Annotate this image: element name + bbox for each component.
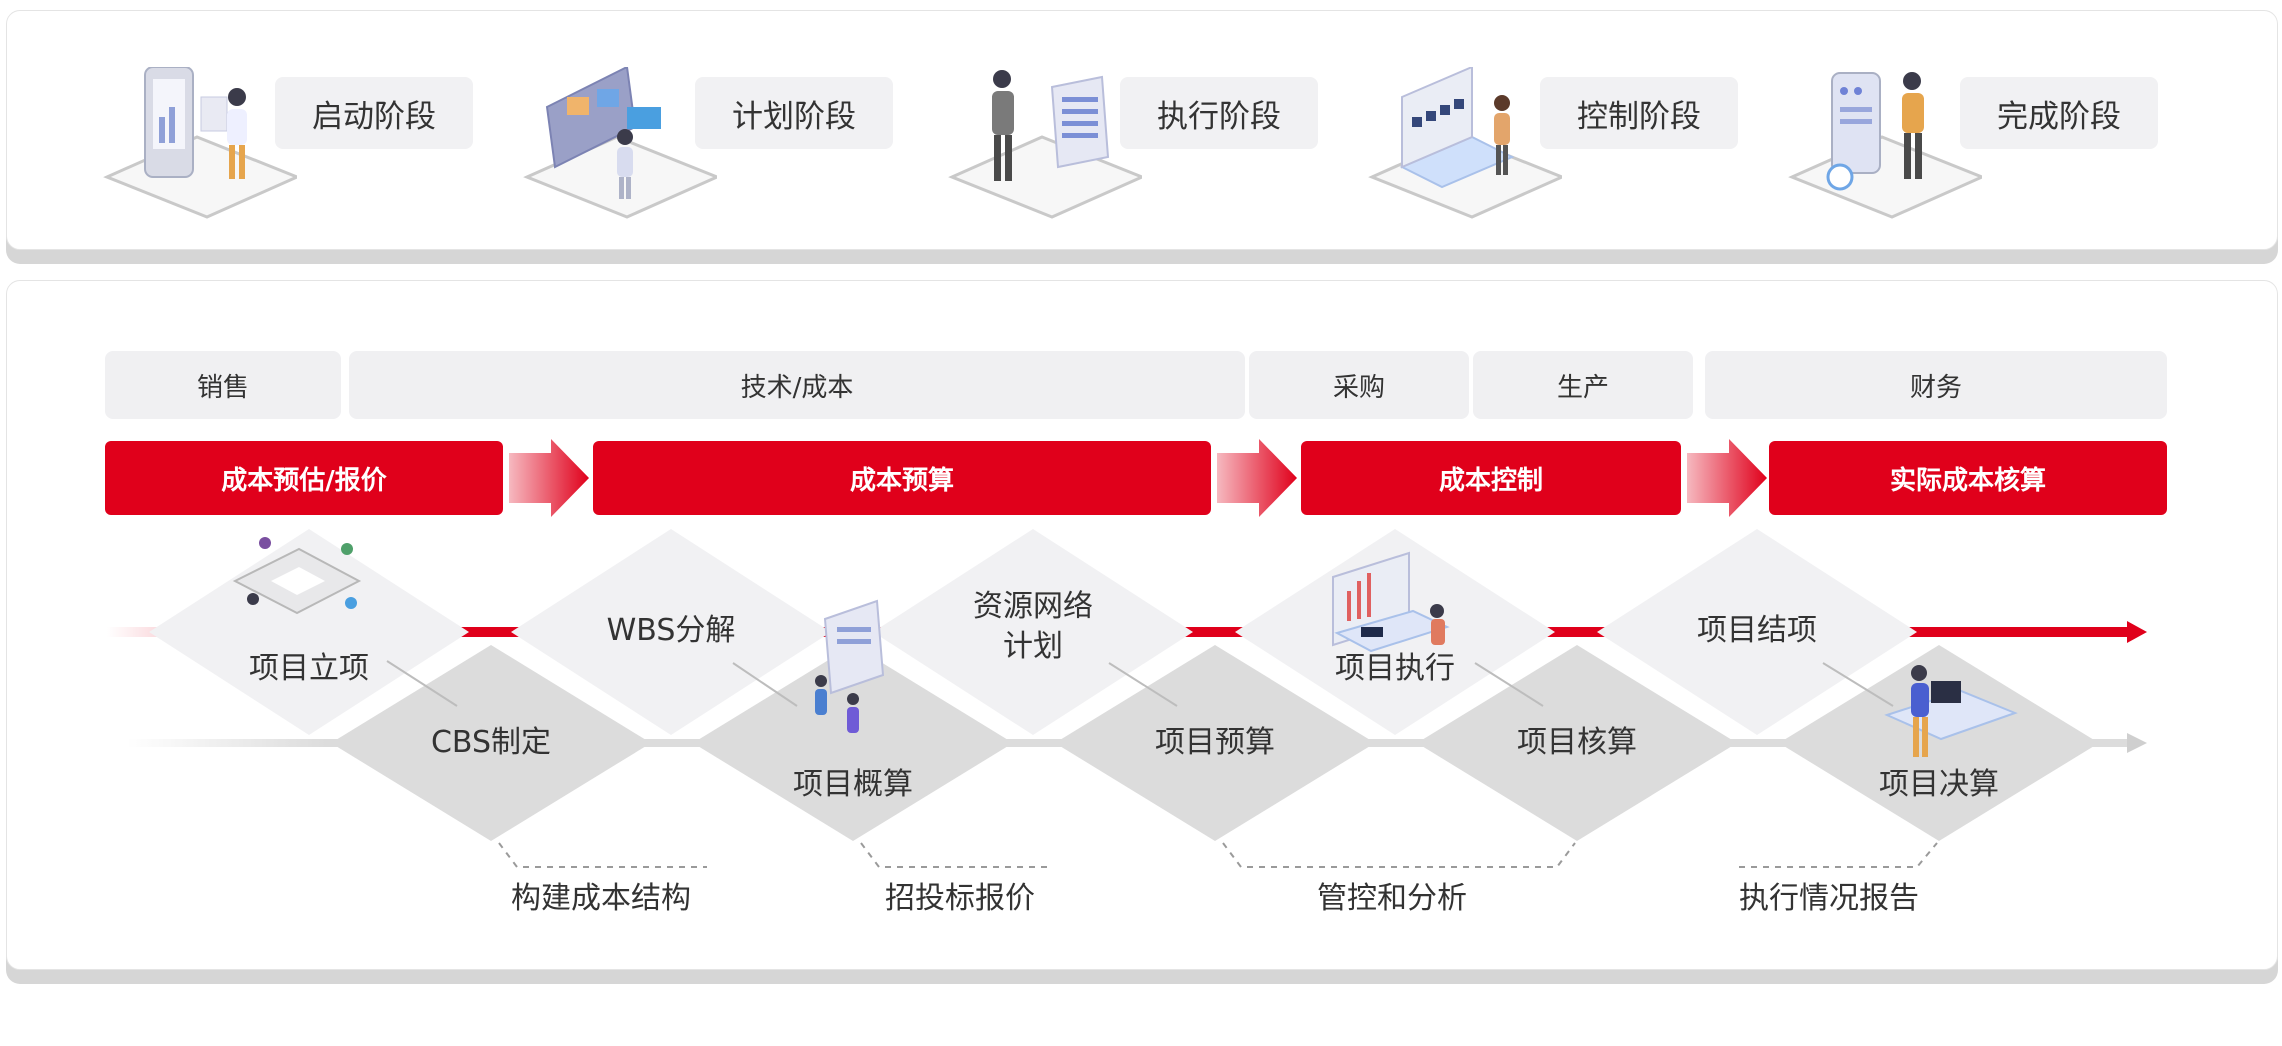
- documents-team-illustration-icon: [815, 599, 885, 733]
- cost-flow-panel: 销售 技术/成本 采购 生产 财务 成本预估/报价 成本预算 成本控制 实际成本…: [6, 280, 2278, 970]
- stage-label: 执行阶段: [1120, 77, 1318, 149]
- completion-illustration-icon: [1788, 72, 1982, 219]
- flow-diagram: [107, 529, 2147, 868]
- node-connectors: [386, 660, 1894, 707]
- planning-illustration-icon: [523, 67, 717, 219]
- diamond-upper: [1597, 529, 1917, 735]
- node-project-accounting: 项目核算: [1517, 725, 1637, 760]
- node-wbs-breakdown: WBS分解: [606, 613, 736, 648]
- diamond-upper: [873, 529, 1193, 735]
- upper-flow-arrow-icon: [2127, 621, 2147, 643]
- phase-estimate-quote: 成本预估/报价: [105, 441, 503, 515]
- node-project-budget: 项目预算: [1155, 725, 1275, 760]
- execution-illustration-icon: [948, 70, 1142, 219]
- stage-label: 控制阶段: [1540, 77, 1738, 149]
- dept-finance: 财务: [1705, 351, 2167, 419]
- diamond-upper: [149, 529, 469, 735]
- diamond-lower: [1417, 645, 1737, 841]
- dept-sales: 销售: [105, 351, 341, 419]
- group-brackets: [498, 842, 1938, 868]
- dept-tech-cost: 技术/成本: [349, 351, 1245, 419]
- node-project-execution: 项目执行: [1335, 651, 1455, 686]
- control-illustration-icon: [1368, 67, 1562, 219]
- group-bidding-quotation: 招投标报价: [885, 881, 1035, 916]
- node-resource-network-plan: 资源网络 计划: [973, 589, 1093, 664]
- group-control-analysis: 管控和分析: [1317, 881, 1467, 916]
- stage-control: 控制阶段: [1362, 67, 1782, 257]
- diamond-lower: [693, 645, 1013, 841]
- phase-arrow-icon: [1687, 439, 1767, 517]
- stage-label: 启动阶段: [275, 77, 473, 149]
- dashboard-operator-illustration-icon: [1332, 551, 1450, 653]
- dept-procurement: 采购: [1249, 351, 1469, 419]
- meeting-table-illustration-icon: [232, 537, 362, 615]
- phase-actual-accounting: 实际成本核算: [1769, 441, 2167, 515]
- node-project-closure: 项目结项: [1697, 613, 1817, 648]
- node-cbs-definition: CBS制定: [430, 725, 552, 760]
- diamond-lower: [331, 645, 651, 841]
- stage-startup: 启动阶段: [97, 67, 517, 257]
- stage-planning: 计划阶段: [517, 67, 937, 257]
- node-project-final-accounts: 项目决算: [1879, 767, 1999, 802]
- group-execution-report: 执行情况报告: [1739, 881, 1919, 916]
- phase-arrow-icon: [1217, 439, 1297, 517]
- stage-completion: 完成阶段: [1782, 67, 2202, 257]
- lower-flow-arrow-icon: [2127, 733, 2147, 753]
- startup-illustration-icon: [103, 67, 297, 219]
- diamond-lower: [1779, 645, 2099, 841]
- stage-label: 计划阶段: [695, 77, 893, 149]
- stage-label: 完成阶段: [1960, 77, 2158, 149]
- phase-arrow-icon: [509, 439, 589, 517]
- phase-budget: 成本预算: [593, 441, 1211, 515]
- node-project-estimate: 项目概算: [793, 767, 913, 802]
- node-project-initiation: 项目立项: [249, 651, 369, 686]
- stage-execution: 执行阶段: [942, 67, 1362, 257]
- group-build-cost-structure: 构建成本结构: [511, 881, 691, 916]
- diamond-upper: [511, 529, 831, 735]
- diamond-lower: [1055, 645, 1375, 841]
- stage-panel: 启动阶段 计划阶段 执行阶段: [6, 10, 2278, 250]
- dept-production: 生产: [1473, 351, 1693, 419]
- phase-control: 成本控制: [1301, 441, 1681, 515]
- computer-workstation-illustration-icon: [1884, 665, 2018, 757]
